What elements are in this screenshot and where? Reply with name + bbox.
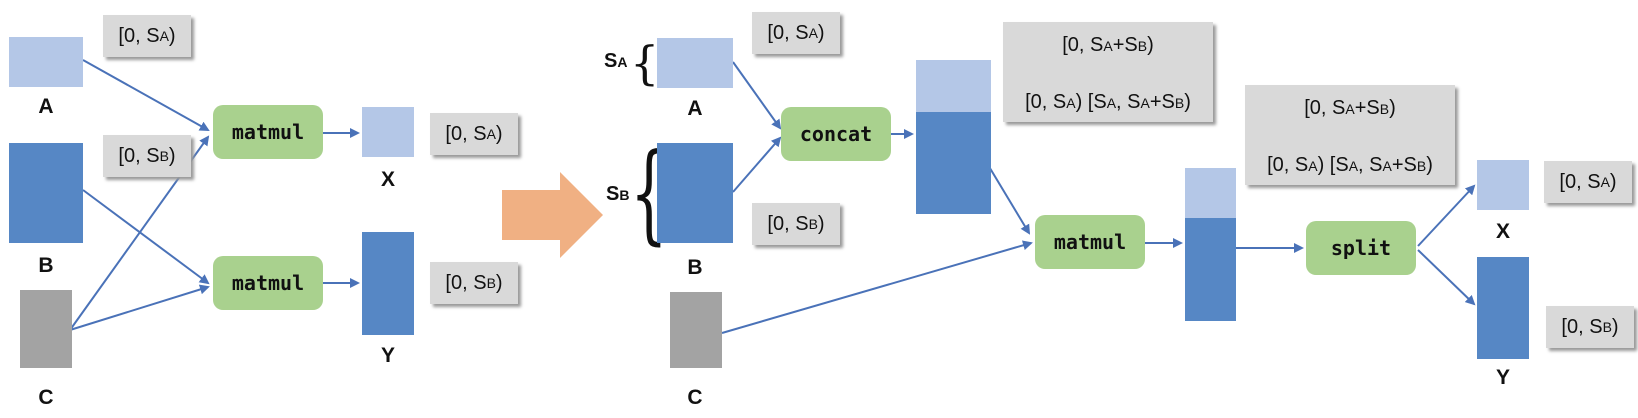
- tensor-c-label-right: C: [687, 386, 703, 409]
- concat-op: concat: [781, 107, 891, 161]
- concat-range-box: [0, SA+SB) [0, SA) [SA, SA+SB): [1003, 22, 1213, 122]
- split-op: split: [1306, 221, 1416, 275]
- sa-brace-label: SA: [604, 50, 628, 72]
- arrow-c-to-matmul: [721, 240, 1033, 334]
- matmul-output-bottom: [1185, 218, 1236, 321]
- tensor-a-label: A: [38, 95, 54, 118]
- transform-arrow: [502, 172, 603, 258]
- matmul-op-right: matmul: [1035, 215, 1145, 269]
- tensor-y-block: [362, 232, 414, 335]
- arrow-a-to-concat: [732, 61, 782, 130]
- tensor-y-block-right: [1477, 257, 1529, 359]
- tensor-c-label: C: [38, 386, 54, 409]
- tensor-y-label-right: Y: [1495, 366, 1510, 389]
- arrow-c-to-matmul-bottom: [69, 284, 210, 331]
- split-range-box: [0, SA+SB) [0, SA) [SA, SA+SB): [1245, 85, 1455, 185]
- arrow-b-to-matmul-bottom: [82, 189, 210, 285]
- concat-output-bottom: [916, 112, 991, 214]
- sb-brace-label: SB: [606, 183, 630, 205]
- tensor-y-label: Y: [380, 344, 395, 367]
- tensor-b-label: B: [38, 254, 54, 277]
- sa-brace: {: [630, 36, 660, 90]
- tensor-x-block-right: [1477, 160, 1529, 210]
- tensor-c-block-right: [670, 292, 722, 368]
- arrow-split-to-x: [1417, 184, 1476, 247]
- arrow-b-to-concat: [732, 136, 782, 193]
- tensor-c-block: [20, 290, 72, 368]
- matmul-output-top: [1185, 168, 1236, 218]
- tensor-b-block: [9, 143, 83, 243]
- arrow-a-to-matmul-top: [82, 59, 210, 131]
- concat-output-top: [916, 60, 991, 112]
- tensor-a-block-right: [657, 38, 733, 88]
- tensor-b-label-right: B: [687, 256, 703, 279]
- tensor-x-block: [362, 107, 414, 157]
- tensor-x-label-right: X: [1495, 220, 1510, 243]
- tensor-x-label: X: [380, 168, 395, 191]
- arrow-split-to-y: [1417, 249, 1476, 306]
- tensor-a-label-right: A: [687, 97, 703, 120]
- matmul-top-op: matmul: [213, 105, 323, 159]
- matmul-bottom-op: matmul: [213, 256, 323, 310]
- tensor-a-block: [9, 37, 83, 87]
- tensor-b-block-right: [657, 143, 733, 243]
